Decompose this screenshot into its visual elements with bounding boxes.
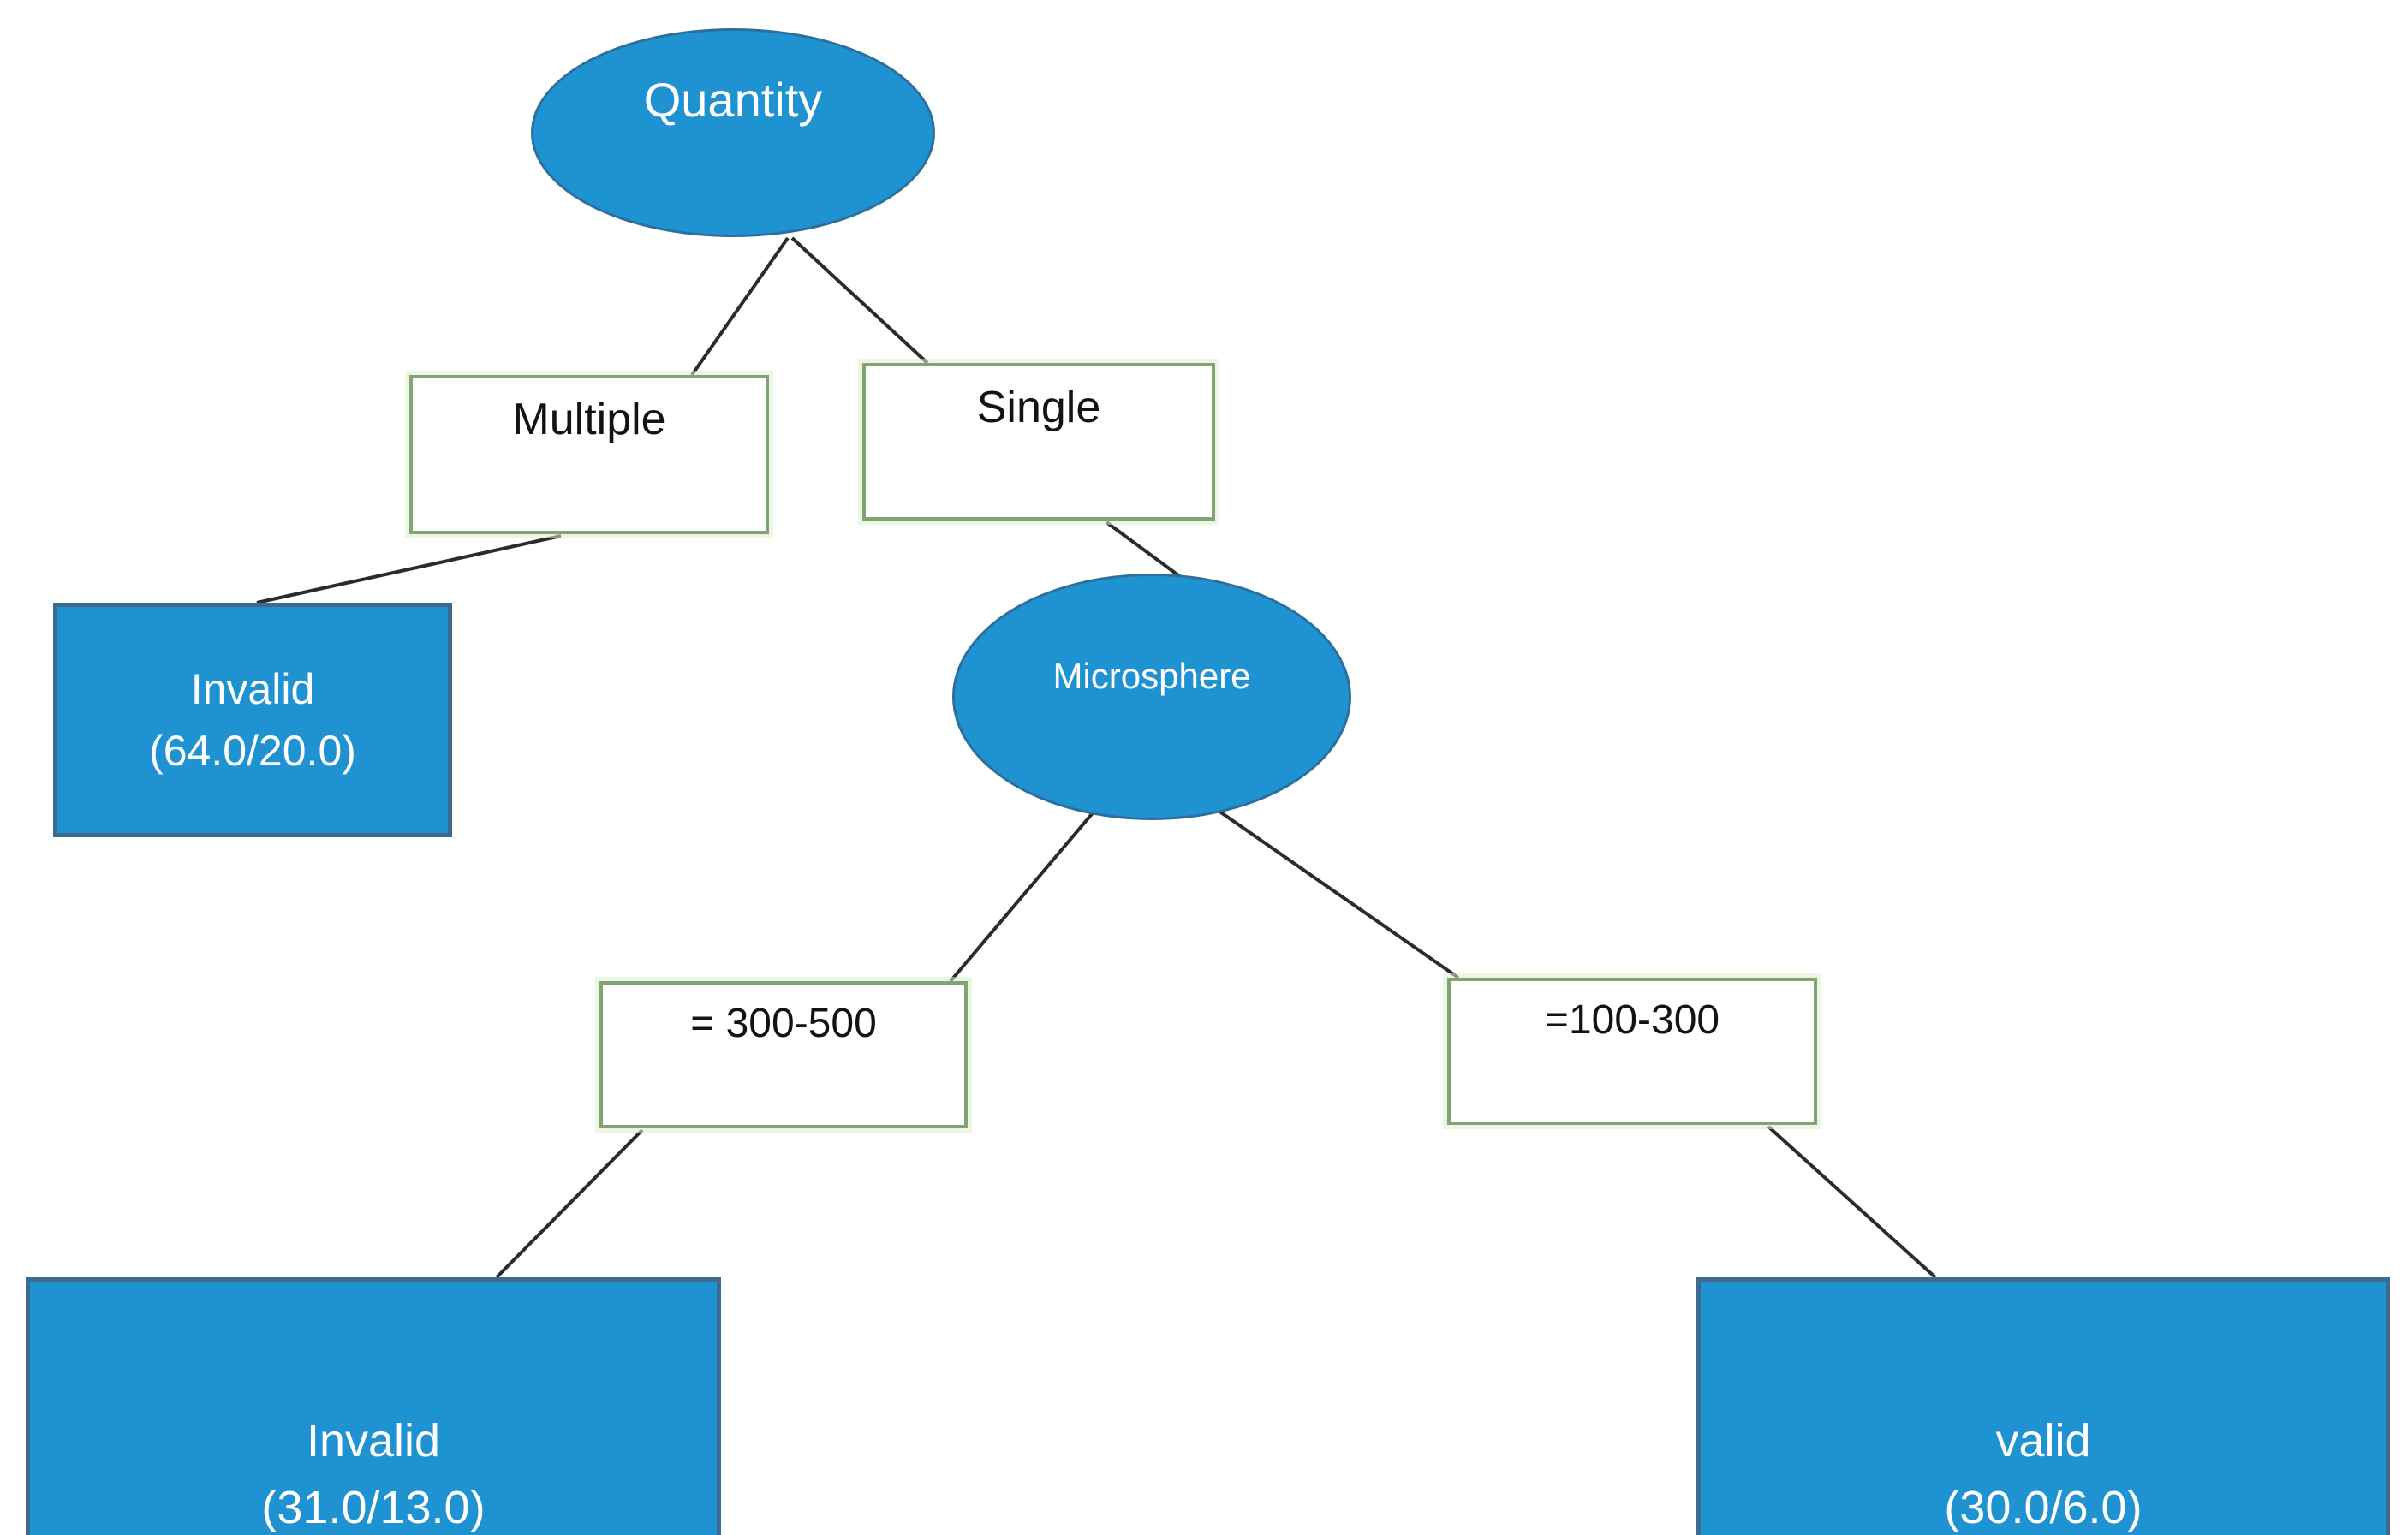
leaf-node-invalid-64[interactable]: Invalid (64.0/20.0) (53, 603, 452, 837)
branch-label-300-500[interactable]: = 300-500 (599, 981, 968, 1128)
branch-label-single-text: Single (976, 383, 1101, 432)
leaf-node-invalid-31-title: Invalid (306, 1414, 441, 1467)
leaf-node-invalid-31[interactable]: Invalid (31.0/13.0) (26, 1277, 721, 1535)
branch-label-300-500-text: = 300-500 (690, 1001, 877, 1046)
leaf-node-valid-30-title: valid (1995, 1414, 2091, 1467)
edge-micro-100300 (1214, 807, 1460, 979)
edge-300500-invalid31 (495, 1128, 644, 1279)
leaf-node-invalid-64-counts: (64.0/20.0) (149, 727, 356, 775)
leaf-node-invalid-64-title: Invalid (190, 664, 315, 713)
edge-micro-300500 (949, 807, 1098, 983)
leaf-node-valid-30[interactable]: valid (30.0/6.0) (1696, 1277, 2390, 1535)
leaf-node-invalid-31-counts: (31.0/13.0) (261, 1482, 486, 1533)
edge-root-single (790, 236, 929, 365)
branch-label-multiple-text: Multiple (512, 395, 666, 444)
branch-label-100-300[interactable]: =100-300 (1447, 978, 1817, 1125)
edge-multiple-invalid (256, 534, 562, 604)
branch-label-100-300-text: =100-300 (1544, 997, 1720, 1043)
leaf-node-valid-30-counts: (30.0/6.0) (1944, 1482, 2143, 1533)
decision-node-quantity-label: Quantity (643, 73, 823, 127)
decision-node-microsphere-label: Microsphere (1052, 656, 1251, 696)
branch-label-single[interactable]: Single (862, 363, 1215, 521)
branch-label-multiple[interactable]: Multiple (409, 375, 769, 534)
edge-root-multiple (690, 236, 790, 377)
decision-node-microsphere[interactable]: Microsphere (952, 574, 1351, 820)
edge-100300-valid30 (1767, 1125, 1937, 1279)
decision-node-quantity[interactable]: Quantity (531, 28, 935, 237)
